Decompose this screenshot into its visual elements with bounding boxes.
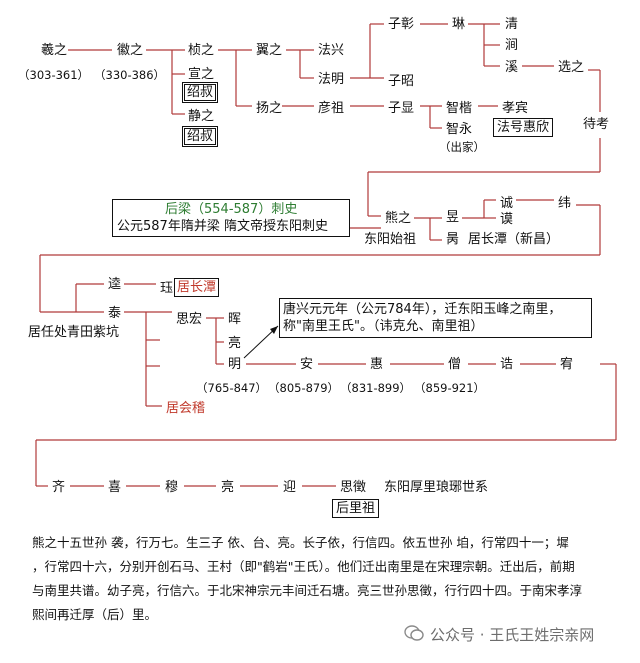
node-yizhi: 翼之 <box>256 43 283 58</box>
node-ying: 迎 <box>283 480 297 495</box>
node-yu: 昱 <box>446 210 460 225</box>
node-jian: 涧 <box>505 38 519 53</box>
node-zizhao: 子昭 <box>388 74 415 89</box>
years-ming: （765-847） <box>196 381 268 395</box>
node-cheng: 诚 <box>500 196 514 211</box>
node-huizhi: 徽之 <box>117 43 144 58</box>
years-huizhi: （330-386） <box>94 68 166 82</box>
node-ming: 明 <box>228 357 242 372</box>
box-fahao-huixin: 法号惠欣 <box>493 118 554 137</box>
node-qi: 齐 <box>52 480 66 495</box>
para-line-2: ，行常四十六，分别开创石马、王村（即"鹤岩"王氏）。他们迁出南里是在宋理宗朝。迁… <box>32 559 575 574</box>
node-tai: 泰 <box>108 306 122 321</box>
node-zhikai: 智楷 <box>446 101 473 116</box>
node-zhenzhi: 桢之 <box>188 43 215 58</box>
note-shaoshu-1: 绍叔 <box>181 82 219 103</box>
tang-line1: 唐兴元元年（公元784年），迁东阳玉峰之南里， <box>283 302 562 317</box>
node-xuanzhi: 选之 <box>558 60 585 75</box>
note-changtan-xinchang: 居长潭（新昌） <box>468 232 560 247</box>
arrow-head <box>270 326 278 334</box>
note-shaoshu-2: 绍叔 <box>181 126 219 147</box>
node-kui: 逵 <box>108 277 122 292</box>
years-hui: （831-899） <box>340 381 412 395</box>
node-xizhi: 羲之 <box>41 43 68 58</box>
note-ju-kuaiji: 居会稽 <box>166 401 206 416</box>
node-faming: 法明 <box>318 72 345 87</box>
node-lin: 琳 <box>452 17 466 32</box>
node-bing: 昺 <box>446 232 460 247</box>
liang-box: 后梁（554-587）刺史 公元587年隋并梁 隋文帝授东阳刺史 <box>112 199 350 237</box>
node-seng: 僧 <box>448 357 462 372</box>
node-sizheng: 思徵 <box>340 480 367 495</box>
node-zixian: 子显 <box>388 101 415 116</box>
para-line-4: 熙间再迁厚（后）里。 <box>32 607 158 622</box>
node-liang: 亮 <box>228 336 242 351</box>
box-houli-zu: 后里祖 <box>332 499 380 518</box>
node-xiaobin: 孝宾 <box>502 101 529 116</box>
node-sihong: 思宏 <box>176 312 203 327</box>
node-faxing: 法兴 <box>318 43 345 58</box>
watermark-text: 公众号 · 王氏王姓宗亲网 <box>430 626 595 644</box>
node-an: 安 <box>300 357 314 372</box>
node-jue: 珏 <box>160 281 174 296</box>
wechat-icon <box>404 625 424 641</box>
node-xi: 溪 <box>505 60 519 75</box>
note-qingtian-zikeng: 居任处青田紫坑 <box>28 325 120 340</box>
box-ju-changtan: 居长潭 <box>174 278 220 297</box>
node-hui: 晖 <box>228 312 242 327</box>
node-jingzhi: 静之 <box>188 109 215 124</box>
node-xuanzhi: 宣之 <box>188 67 215 82</box>
node-liang2: 亮 <box>221 480 235 495</box>
node-hui2: 惠 <box>370 357 384 372</box>
liang-text: 公元587年隋并梁 隋文帝授东阳刺史 <box>117 219 328 234</box>
label-dongyang-shizu: 东阳始祖 <box>364 232 417 247</box>
node-yangzhi: 扬之 <box>256 101 283 116</box>
node-you: 宥 <box>560 357 574 372</box>
node-daikao: 待考 <box>583 117 610 132</box>
years-an: （805-879） <box>268 381 340 395</box>
node-xi2: 喜 <box>108 480 122 495</box>
years-xizhi: （303-361） <box>18 68 90 82</box>
liang-title: 后梁（554-587）刺史 <box>165 202 298 217</box>
note-chujia: （出家） <box>439 140 485 154</box>
node-zhiyong: 智永 <box>446 122 473 137</box>
node-qing: 清 <box>505 17 519 32</box>
para-line-1: 熊之十五世孙 袭，行万七。生三子 依、台、亮。长子依，行信四。依五世孙 垍，行常… <box>32 535 569 550</box>
node-mu: 穆 <box>165 480 179 495</box>
years-seng: （859-921） <box>414 381 486 395</box>
node-xiongzhi: 熊之 <box>385 211 412 226</box>
node-mo: 谟 <box>500 212 514 227</box>
node-zizhang: 子彰 <box>388 17 415 32</box>
description-paragraph: 熊之十五世孙 袭，行万七。生三子 依、台、亮。长子依，行信四。依五世孙 垍，行常… <box>32 531 612 627</box>
label-houli-langya: 东阳厚里琅琊世系 <box>384 480 489 495</box>
tang-line2: 称"南里王氏"。（讳克允、南里祖） <box>283 319 484 334</box>
para-line-3: 与南里共谱。幼子亮，行信六。于北宋神宗元丰间迁石塘。亮三世孙思徵，行行四十四。于… <box>32 583 583 598</box>
node-yanzu: 彦祖 <box>318 101 345 116</box>
tang-box: 唐兴元元年（公元784年），迁东阳玉峰之南里， 称"南里王氏"。（讳克允、南里祖… <box>279 298 592 338</box>
node-wei: 纬 <box>558 196 572 211</box>
node-gao: 诰 <box>500 357 514 372</box>
